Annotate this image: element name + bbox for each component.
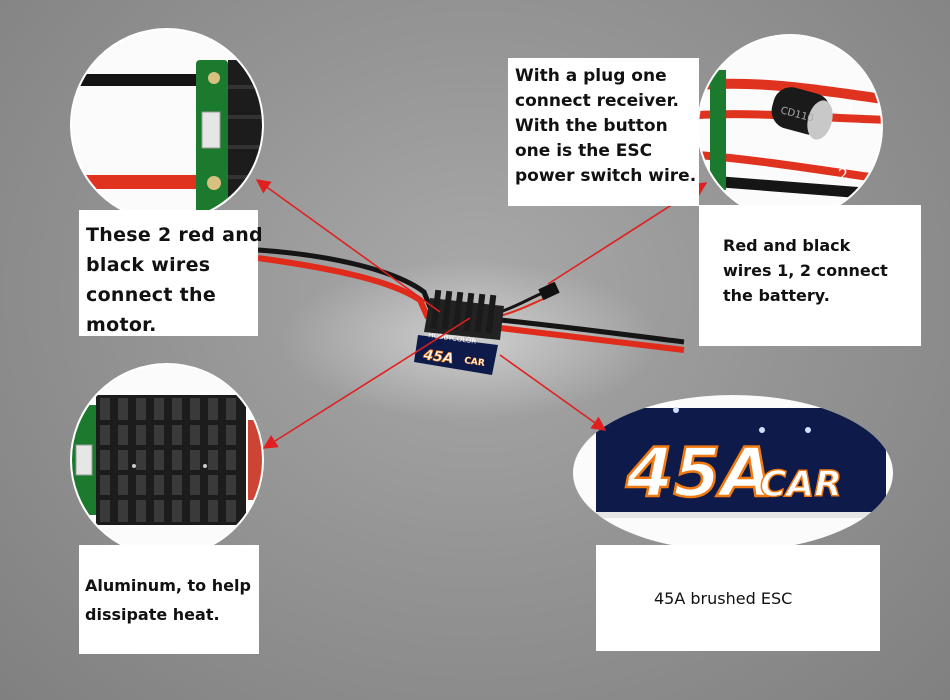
heatsink-closeup [71, 364, 263, 556]
callout-line: Aluminum, to help [85, 576, 251, 595]
battery-wire-black [499, 317, 685, 345]
battery-wires-callout: Red and black wires 1, 2 connect the bat… [699, 205, 921, 346]
callout-line: dissipate heat. [85, 605, 220, 624]
arrow-heatsink [262, 317, 471, 449]
wire-marker-2: 2 [838, 165, 848, 184]
esc-type: CAR [464, 356, 486, 369]
callout-line: With the button [515, 116, 668, 136]
esc-heatsink [424, 289, 504, 340]
esc-name-callout: 45A brushed ESC [596, 545, 880, 651]
callout-line: the battery. [723, 286, 830, 305]
esc-rating: 45A [421, 347, 454, 367]
callout-line: wires 1, 2 connect [723, 261, 888, 280]
callout-line: one is the ESC [515, 141, 653, 161]
battery-wire-closeup: CD110 [698, 35, 882, 219]
callout-line: connect receiver. [515, 91, 679, 111]
callout-line: connect the [86, 284, 217, 306]
callout-line: motor. [86, 314, 157, 336]
arrow-motor-wires [255, 179, 441, 313]
motor-wire-closeup [71, 29, 263, 221]
wire-marker-1: 1 [846, 97, 856, 116]
esc-sticker [414, 335, 498, 375]
motor-wires-callout: These 2 red and black wires connect the … [79, 210, 263, 336]
receiver-plug-callout: With a plug one connect receiver. With t… [508, 58, 699, 206]
background-glow [280, 260, 660, 420]
receiver-plug [538, 281, 560, 301]
label-type: CAR [760, 464, 842, 505]
motor-wire-red [257, 255, 431, 320]
callout-line: Red and black [723, 236, 851, 255]
motor-wire-black [257, 247, 435, 313]
label-closeup: 45A CAR [596, 407, 886, 518]
heatsink-callout: Aluminum, to help dissipate heat. [79, 545, 259, 654]
callout-line: These 2 red and [86, 224, 263, 246]
esc-product: HOBBYCOLOR 45A CAR [257, 247, 685, 375]
label-rating: 45A [625, 434, 773, 513]
callout-line: black wires [86, 254, 211, 276]
callout-line: With a plug one [515, 66, 667, 86]
battery-wire-red [499, 325, 685, 353]
callout-line: power switch wire. [515, 166, 697, 186]
arrow-label [499, 354, 607, 431]
callout-line: 45A brushed ESC [654, 589, 793, 608]
